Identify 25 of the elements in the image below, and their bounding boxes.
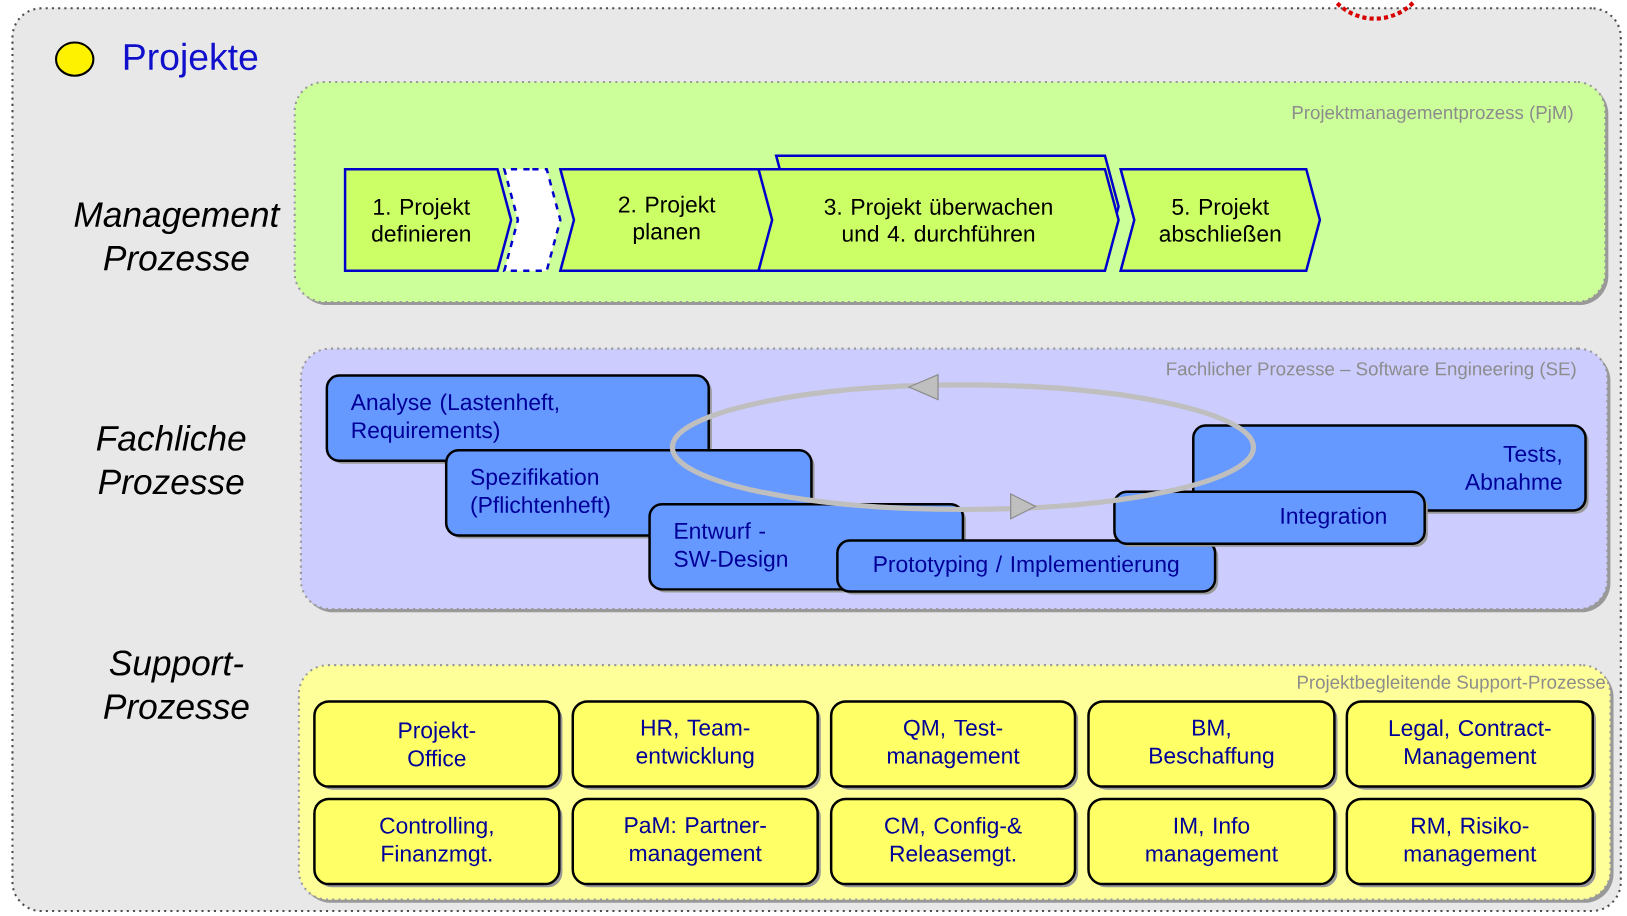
process-box: IM, Info management: [1087, 797, 1338, 888]
process-box: RM, Risiko- management: [1345, 797, 1596, 888]
process-box: HR, Team- entwicklung: [571, 700, 821, 790]
row-heading: Support- Prozesse: [103, 650, 249, 719]
process-box: CM, Config-& Releasemgt.: [829, 797, 1079, 888]
process-box: PaM: Partner- management: [571, 797, 821, 888]
process-box: Projekt- Office: [313, 700, 563, 790]
process-step: 2. Projekt planen: [558, 167, 775, 272]
band-heading: Fachlicher Prozesse – Software Engineering (SE): [1167, 361, 1576, 380]
row-heading: Management Prozesse: [74, 202, 281, 271]
row-heading: Fachliche Prozesse: [96, 424, 246, 495]
process-box: QM, Test- management: [829, 700, 1079, 790]
process-step: 1. Projekt definieren: [343, 167, 513, 272]
process-box: Prototyping / Implementierung: [836, 539, 1219, 595]
process-box: Analyse (Lastenheft, Requirements): [325, 374, 712, 464]
process-step: 3. Projekt überwachen und 4. durchführen: [756, 154, 1120, 272]
process-box: Legal, Contract- Management: [1345, 700, 1596, 790]
band-heading: Projektbegleitende Support-Prozesse: [1298, 675, 1605, 693]
process-box: BM, Beschaffung: [1087, 700, 1338, 790]
band-heading: Projektmanagementprozess (PjM): [1292, 105, 1573, 123]
process-box: Controlling, Finanzmgt.: [313, 797, 563, 888]
process-step: 5. Projekt abschließen: [1119, 167, 1322, 272]
process-box: Integration: [1113, 490, 1428, 547]
process-step: [502, 167, 562, 272]
frame-title: Projekte: [124, 42, 258, 78]
